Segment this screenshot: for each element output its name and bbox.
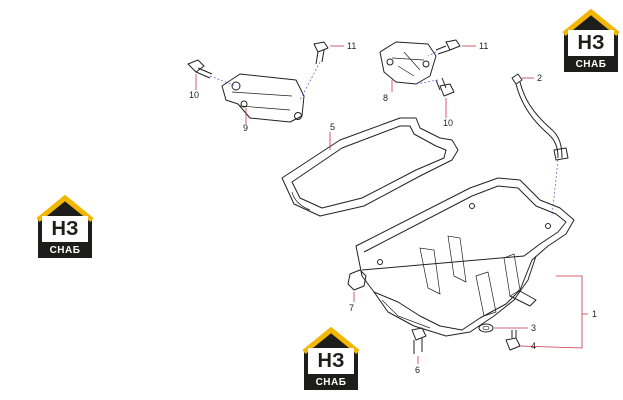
watermark-logo-top-right: НЗ СНАБ [560,8,622,74]
washer-3 [478,323,494,333]
nut-7 [347,269,367,291]
bolt-10-right [435,77,455,97]
bolt-6 [411,327,427,354]
logo-word-text: СНАБ [564,58,618,72]
callout-5: 5 [330,122,335,132]
leader-lines [195,45,588,364]
logo-mark-text: НЗ [308,348,354,374]
callout-10-left: 10 [189,90,199,100]
oil-pan-1 [355,177,575,337]
bolt-11-left [313,41,329,65]
callout-labels: 11 11 2 10 9 5 8 10 7 6 1 3 4 [189,41,597,375]
logo-word-text: СНАБ [38,244,92,258]
bolt-11-right [435,39,461,55]
bracket-9 [221,73,305,123]
bolt-10-left [187,59,213,79]
callout-1: 1 [592,309,597,319]
callout-10-right: 10 [443,118,453,128]
dipstick-tube-2 [511,73,569,161]
watermark-logo-left: НЗ СНАБ [34,194,96,260]
callout-6: 6 [415,365,420,375]
logo-mark-text: НЗ [42,216,88,242]
callout-4: 4 [531,341,536,351]
callout-2: 2 [537,73,542,83]
watermark-logo-bottom: НЗ СНАБ [300,326,362,392]
gasket-5 [281,117,459,217]
callout-3: 3 [531,323,536,333]
logo-word-text: СНАБ [304,376,358,390]
drain-plug-4 [505,330,521,351]
callout-8: 8 [383,93,388,103]
callout-11-right: 11 [479,41,488,51]
callout-11-left: 11 [347,41,356,51]
logo-mark-text: НЗ [568,30,614,56]
callout-7: 7 [349,303,354,313]
bracket-8 [379,41,437,85]
callout-9: 9 [243,123,248,133]
